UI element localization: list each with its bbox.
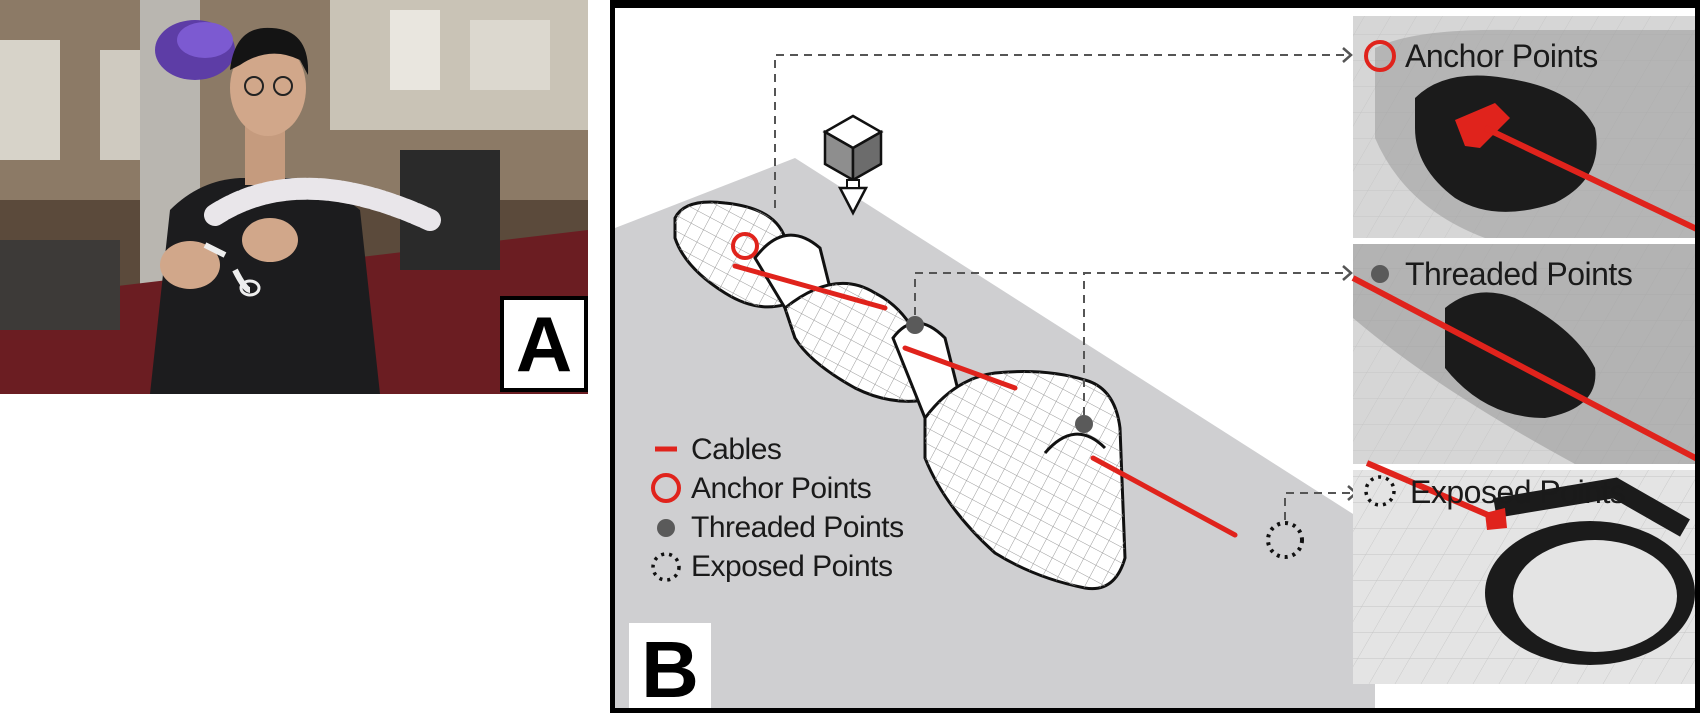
anchor-legend-icon	[651, 473, 681, 503]
photo-illustration	[0, 0, 588, 394]
inset-exposed	[1353, 460, 1695, 684]
legend: Cables Anchor Points Threaded Points Exp…	[691, 430, 904, 586]
panel-label-a: A	[500, 296, 588, 392]
exposed-inset-icon	[1364, 475, 1396, 507]
inset-label-exposed: Exposed Points	[1410, 474, 1626, 510]
diagram-canvas	[615, 16, 1695, 708]
print-nozzle-icon	[822, 114, 884, 216]
inset-label-anchor: Anchor Points	[1405, 38, 1598, 74]
legend-item-exposed: Exposed Points	[691, 549, 893, 583]
wall-art-icon	[155, 20, 235, 80]
legend-item-anchor: Anchor Points	[691, 471, 872, 505]
inset-anchor	[1353, 16, 1695, 238]
person-figure	[150, 27, 380, 394]
printed-robot-spine	[203, 177, 441, 297]
exposed-point-marker	[1266, 521, 1304, 559]
panel-a-photo: A	[0, 0, 588, 394]
legend-item-threaded: Threaded Points	[691, 510, 904, 544]
leader-lines	[774, 54, 1355, 520]
inset-threaded	[1351, 244, 1695, 464]
legend-item-cables: Cables	[691, 432, 782, 466]
threaded-point-marker	[906, 316, 924, 334]
threaded-point-marker	[1075, 415, 1093, 433]
inset-label-threaded: Threaded Points	[1405, 256, 1633, 292]
threaded-inset-icon	[1371, 265, 1389, 283]
soft-robot-body	[673, 200, 1127, 591]
threaded-legend-icon	[657, 519, 675, 537]
panel-b-diagram: Cables Anchor Points Threaded Points Exp…	[610, 0, 1700, 713]
exposed-legend-icon	[651, 552, 681, 582]
anchor-inset-icon	[1364, 40, 1396, 72]
anchor-point-marker	[731, 232, 759, 260]
cables	[732, 263, 1238, 538]
panel-label-b: B	[629, 623, 711, 708]
